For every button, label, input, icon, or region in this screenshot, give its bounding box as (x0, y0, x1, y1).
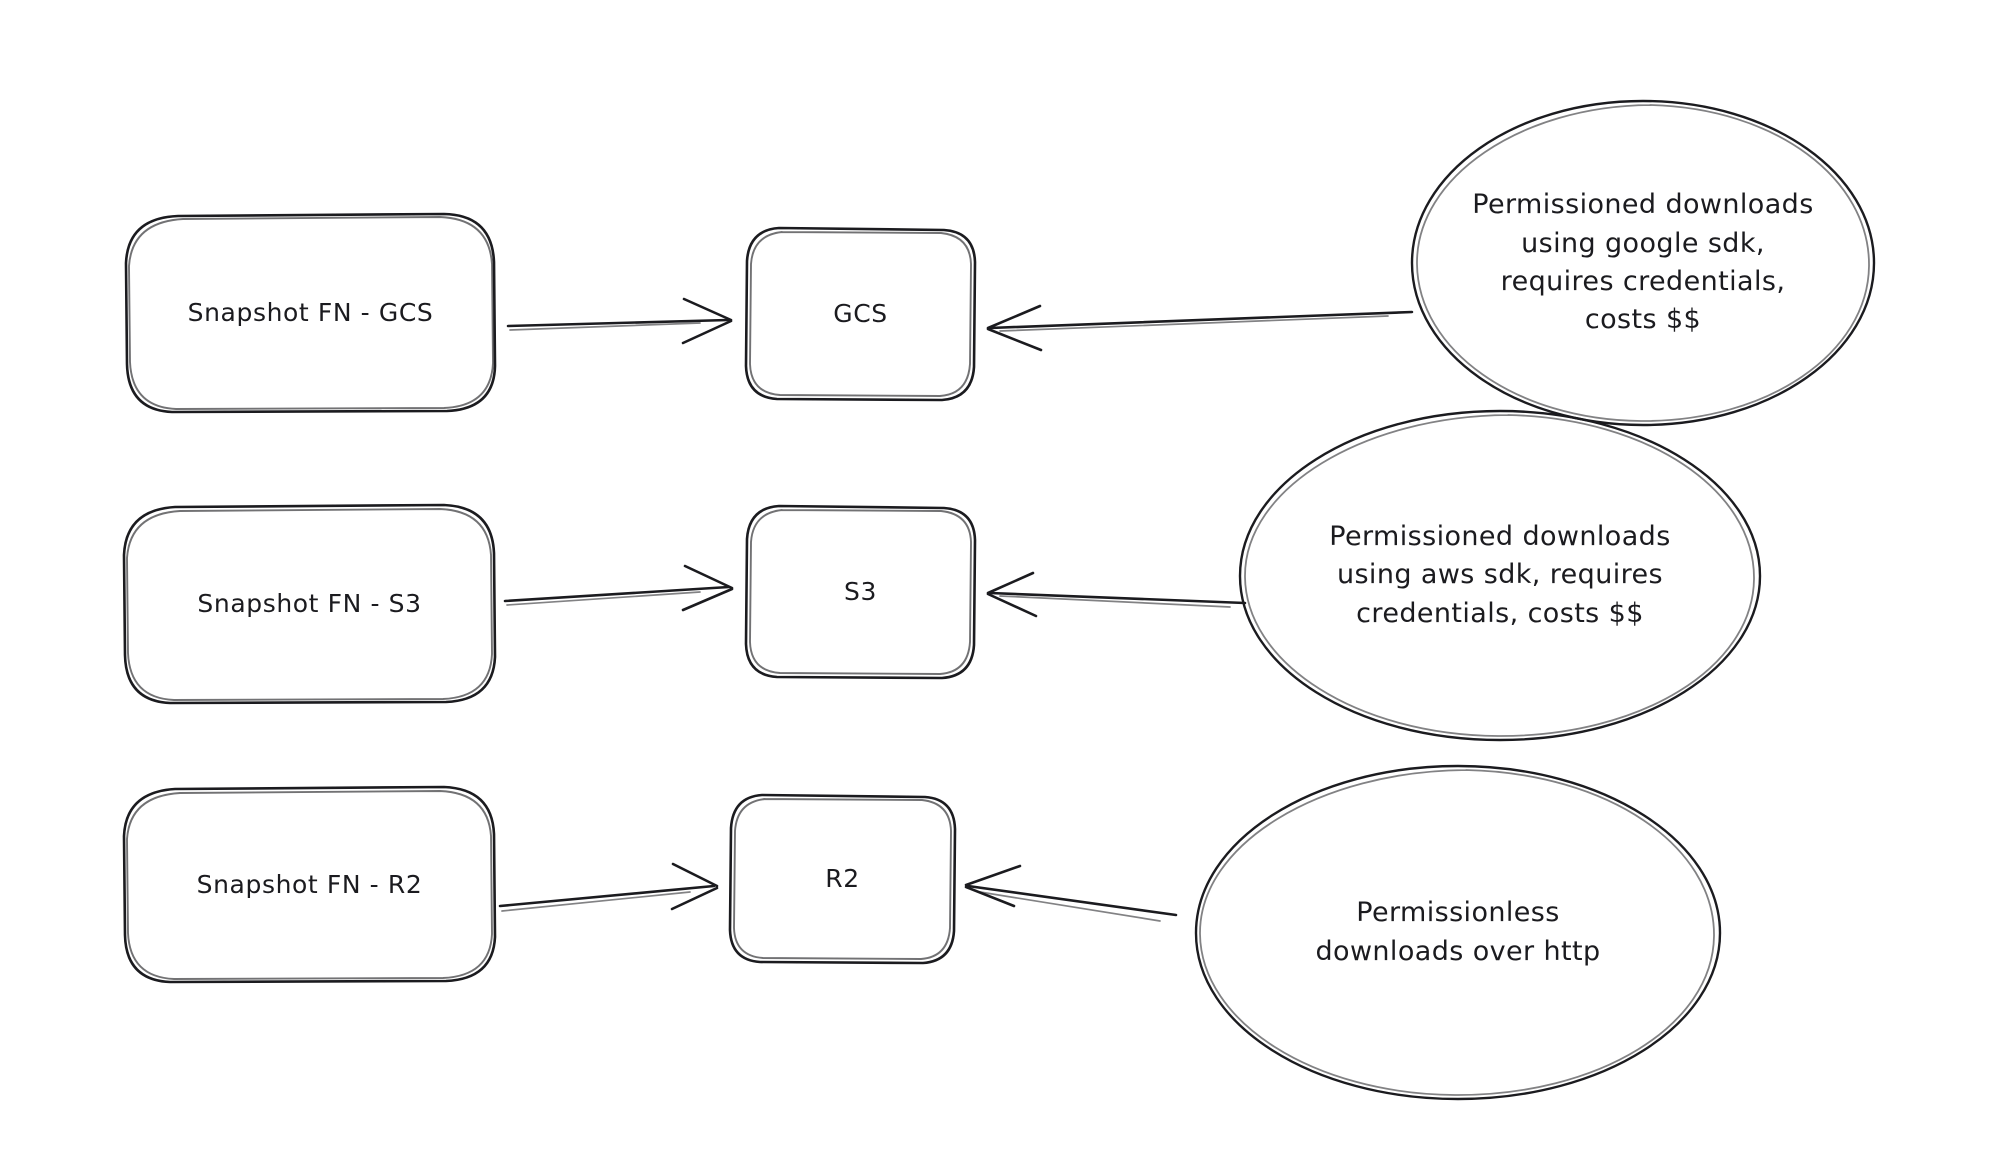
note-s3[interactable] (1240, 411, 1760, 740)
node-shape-note-gcs (1410, 99, 1876, 427)
arrow-note-s3-to-s3[interactable] (985, 568, 1247, 623)
node-snapshot-fn-r2[interactable] (124, 787, 495, 982)
arrow-snapshot-fn-gcs-to-gcs[interactable] (505, 295, 735, 355)
node-shape-r2 (728, 793, 957, 965)
node-snapshot-fn-gcs[interactable] (126, 214, 495, 412)
node-shape-gcs (744, 226, 977, 402)
edge-note-gcs-to-gcs (986, 304, 1414, 352)
edge-note-r2-to-r2 (964, 864, 1178, 922)
node-gcs[interactable] (746, 228, 975, 400)
edge-note-s3-to-s3 (986, 571, 1247, 618)
edge-snapshot-fn-gcs-to-gcs (506, 297, 733, 345)
arrow-snapshot-fn-s3-to-s3[interactable] (503, 562, 735, 620)
arrow-snapshot-fn-r2-to-r2[interactable] (498, 860, 720, 918)
node-shape-snapshot-fn-s3 (122, 503, 497, 705)
arrow-note-gcs-to-gcs[interactable] (985, 300, 1415, 355)
node-shape-note-r2 (1194, 764, 1722, 1101)
node-r2[interactable] (730, 795, 955, 963)
node-s3[interactable] (746, 506, 975, 678)
edge-snapshot-fn-s3-to-s3 (503, 564, 734, 612)
node-shape-snapshot-fn-gcs (124, 212, 497, 414)
node-shape-s3 (744, 504, 977, 680)
note-r2[interactable] (1196, 766, 1720, 1099)
note-gcs[interactable] (1412, 101, 1874, 425)
node-snapshot-fn-s3[interactable] (124, 505, 495, 703)
arrow-note-r2-to-r2[interactable] (963, 860, 1178, 922)
edge-snapshot-fn-r2-to-r2 (498, 862, 719, 912)
node-shape-note-s3 (1238, 409, 1762, 742)
node-shape-snapshot-fn-r2 (122, 785, 497, 984)
